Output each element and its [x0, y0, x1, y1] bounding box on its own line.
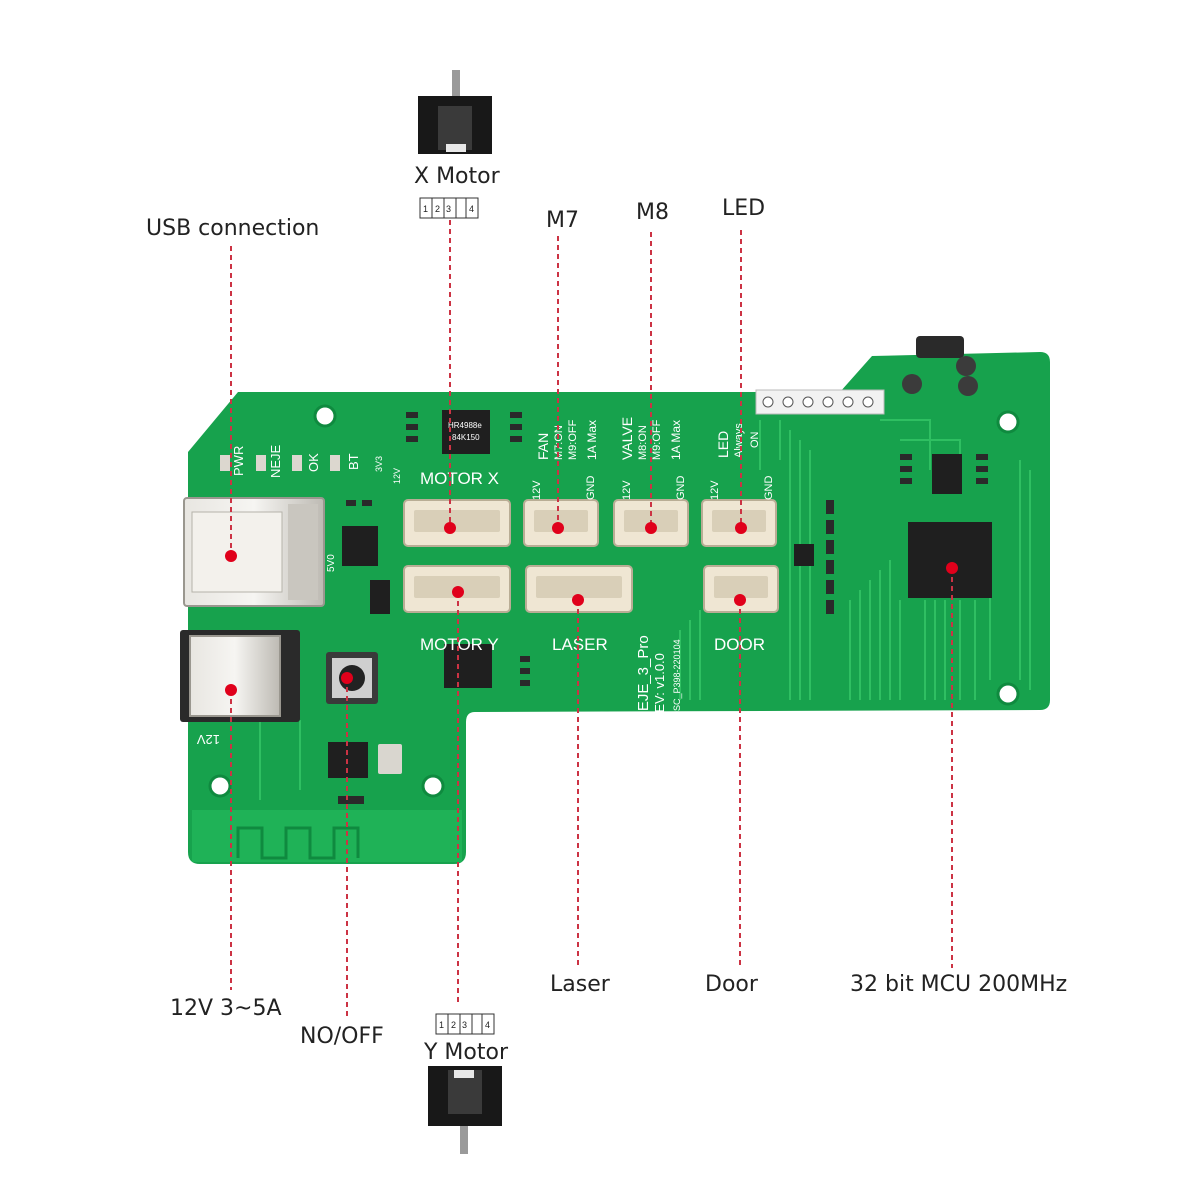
smd-parts [338, 412, 988, 804]
silk-valve-max: 1A Max [669, 420, 683, 460]
dot-power [225, 684, 237, 696]
x-motor-pin-header: 1 2 3 4 [419, 197, 479, 219]
silk-valve-12v: 12V [621, 480, 633, 500]
y-motor-pin-header: 1 2 3 4 [435, 1013, 495, 1035]
antenna-trace [236, 826, 360, 860]
callout-led: LED [722, 196, 766, 221]
x-pin-3: 3 [446, 204, 451, 214]
callout-door: Door [705, 972, 758, 997]
silk-motor-y: MOTOR Y [420, 635, 499, 654]
dot-usb [225, 550, 237, 562]
callout-laser: Laser [550, 972, 610, 997]
silk-12v: 12V [392, 468, 402, 484]
silk-pwr: PWR [231, 446, 246, 476]
dot-switch [341, 672, 353, 684]
driver-label-2: 84K150 [452, 433, 480, 442]
callout-switch-no-off: NO/OFF [300, 1024, 384, 1049]
silk-fan: FAN [535, 433, 551, 460]
silk-led-12v: 12V [709, 480, 721, 500]
callout-mcu: 32 bit MCU 200MHz [850, 972, 1068, 997]
callout-usb-connection: USB connection [146, 216, 320, 241]
callout-y-motor: Y Motor [424, 1040, 509, 1065]
silk-led-always: Always [733, 423, 745, 458]
callout-m8: M8 [636, 200, 669, 225]
silk-door: DOOR [714, 635, 765, 654]
silk-rev: REV: v1.0.0 [652, 653, 667, 722]
silk-ok: OK [306, 453, 321, 472]
x-pin-2: 2 [435, 204, 440, 214]
silk-bt: BT [346, 453, 361, 470]
silk-valve: VALVE [619, 417, 635, 460]
silk-led-gnd: GND [763, 476, 775, 501]
callout-x-motor: X Motor [414, 164, 500, 189]
driver-label-1: HR4988e [448, 421, 482, 430]
dot-door [734, 594, 746, 606]
y-pin-2: 2 [451, 1020, 456, 1030]
silk-fan-12v: 12V [531, 480, 543, 500]
silk-fan-max: 1A Max [585, 420, 599, 460]
silk-model: NEJE_3_Pro [635, 635, 652, 722]
serial-header [755, 389, 885, 415]
silk-fan-m7on: M7:ON [553, 425, 565, 460]
dot-x-motor [444, 522, 456, 534]
y-pin-4: 4 [485, 1020, 490, 1030]
top-jack [902, 336, 978, 396]
silk-motor-x: MOTOR X [420, 469, 499, 488]
status-leds [220, 455, 340, 471]
antenna-area [192, 810, 462, 862]
silk-laser: LASER [552, 635, 608, 654]
dc-jack [180, 630, 300, 722]
silk-valve-m8on: M8:ON [637, 425, 649, 460]
dot-laser [572, 594, 584, 606]
silk-serial: 12970SC_P398-220104 [672, 639, 682, 736]
callout-m7: M7 [546, 208, 579, 233]
pcb-traces [259, 419, 1031, 800]
silk-3v3: 3V3 [374, 456, 384, 472]
marker-dots [225, 522, 958, 696]
x-pin-1: 1 [423, 204, 428, 214]
x-motor-illustration [418, 70, 492, 154]
silk-led-on: ON [749, 431, 761, 448]
silk-valve-gnd: GND [675, 476, 687, 501]
silk-fan-m9off: M9:OFF [567, 419, 579, 460]
silk-valve-m9off: M9:OFF [651, 419, 663, 460]
silk-5v0: 5V0 [326, 554, 337, 572]
y-pin-3: 3 [462, 1020, 467, 1030]
y-pin-1: 1 [439, 1020, 444, 1030]
dot-led [735, 522, 747, 534]
crystal [378, 744, 402, 774]
usb-port [183, 497, 325, 607]
mounting-holes [208, 404, 1020, 798]
ic-chips [328, 410, 992, 778]
dot-y-motor [452, 586, 464, 598]
dot-m8 [645, 522, 657, 534]
leader-lines [230, 220, 953, 1018]
x-pin-4: 4 [469, 204, 474, 214]
dot-mcu [946, 562, 958, 574]
y-motor-illustration [428, 1066, 502, 1154]
pcb-board: HR4988e 84K150 [180, 336, 1050, 864]
dot-m7 [552, 522, 564, 534]
silk-led: LED [715, 431, 731, 458]
callout-power-12v: 12V 3~5A [170, 996, 282, 1021]
silk-12v-power: 12V [197, 732, 220, 747]
silk-fan-gnd: GND [585, 476, 597, 501]
silk-neje: NEJE [268, 444, 283, 478]
